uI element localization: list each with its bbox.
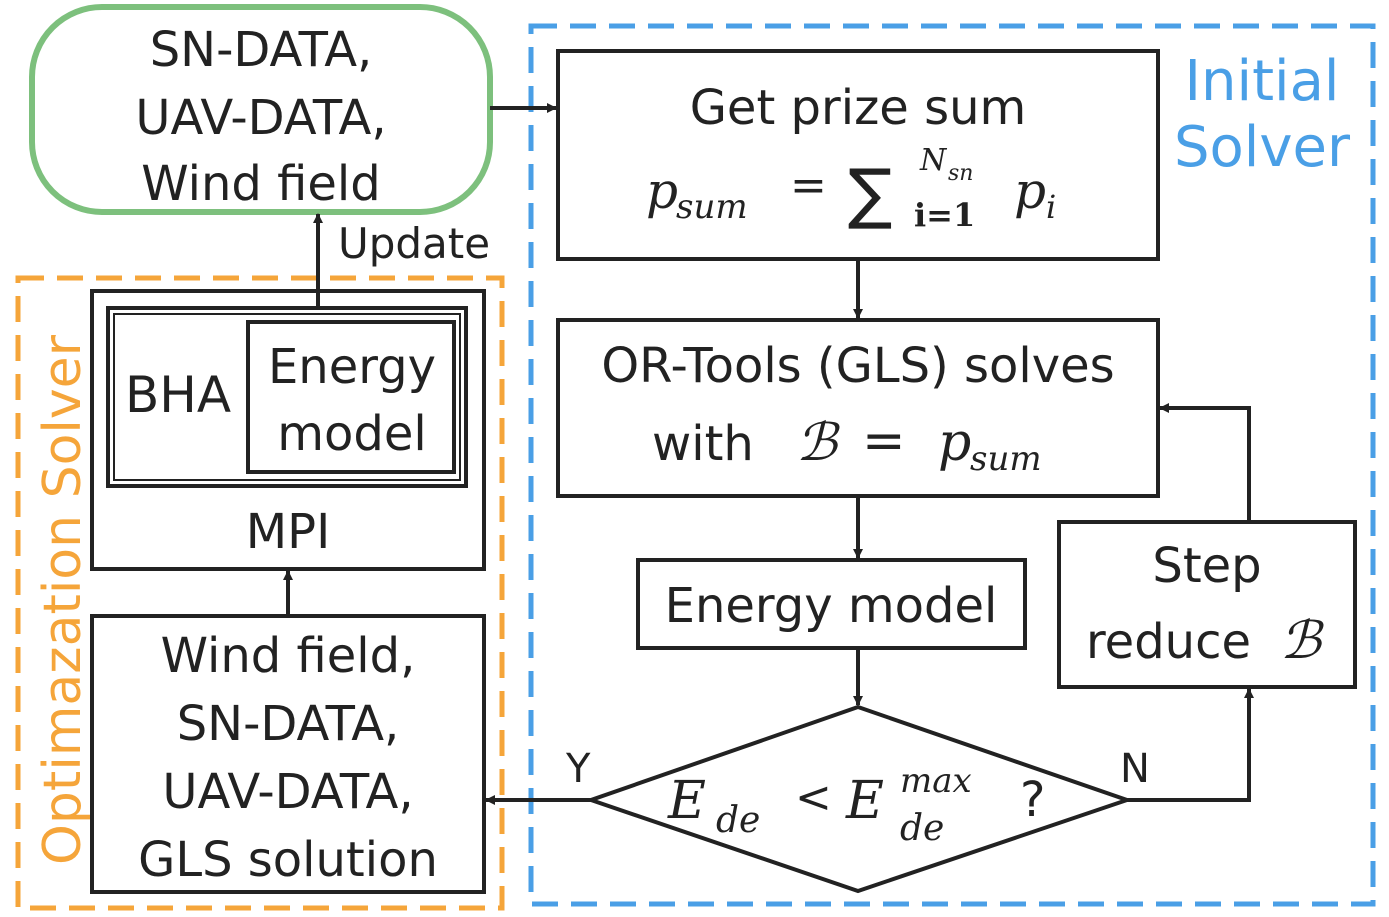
energy-model-box: [636, 558, 1027, 650]
arrow-step-to-ortools: [1159, 403, 1251, 522]
ortools-box: [556, 318, 1160, 498]
solution-data-line3: UAV-DATA,: [162, 764, 413, 820]
decision-q: ?: [1020, 772, 1045, 828]
step-line1: Step: [1152, 538, 1261, 594]
prize-sum-title: Get prize sum: [690, 80, 1027, 136]
decision-diamond: [584, 704, 1134, 894]
inner-energy-line1: Energy: [268, 339, 436, 395]
decision-rhs-sub: de: [900, 808, 944, 849]
decision-rhs: E: [845, 771, 884, 831]
input-data-line1: SN-DATA,: [150, 22, 373, 78]
input-data-line3: Wind field: [141, 156, 380, 212]
ortools-rhs-sub: sum: [970, 439, 1042, 479]
ortools-rhs: p: [938, 413, 971, 473]
bha-label: BHA: [125, 366, 231, 424]
ortools-with: with: [652, 416, 754, 472]
initial-solver-label-line2: Solver: [1174, 115, 1351, 180]
step-line2: reduce: [1086, 614, 1251, 670]
formula-term: p: [1014, 162, 1046, 220]
inner-energy-model-box: [246, 320, 456, 474]
formula-lhs: p: [646, 162, 678, 220]
prize-sum-box: [556, 49, 1160, 261]
decision-lhs: E: [667, 771, 706, 831]
connectors: [283, 103, 1254, 805]
solution-data-box: [90, 614, 486, 894]
ortools-budget: ℬ: [796, 413, 840, 473]
solution-data-line2: SN-DATA,: [177, 696, 400, 752]
bha-box-inner: [113, 313, 461, 481]
formula-upper: N: [919, 143, 948, 178]
optimization-solver-label: Optimazation Solver: [33, 334, 93, 865]
formula-term-sub: i: [1046, 188, 1056, 226]
step-reduce-box: [1057, 520, 1357, 689]
decision-lhs-sub: de: [716, 800, 760, 841]
bha-box-outer: [106, 306, 468, 488]
formula-lhs-sub: sum: [676, 187, 748, 227]
optimization-solver-region: [15, 275, 505, 911]
formula-eq: =: [790, 160, 827, 211]
inner-energy-line2: model: [277, 406, 426, 462]
formula-sigma: ∑: [848, 155, 892, 232]
decision-yes: Y: [565, 746, 591, 792]
input-data-line2: UAV-DATA,: [135, 90, 386, 146]
decision-no: N: [1120, 746, 1150, 792]
formula-lower: i=1: [914, 196, 975, 234]
mpi-label: MPI: [246, 504, 331, 560]
prize-sum-formula: p sum = ∑ N sn i=1 p i: [646, 143, 1056, 234]
decision-rhs-sup: max: [900, 761, 972, 801]
solution-data-line4: GLS solution: [138, 832, 438, 888]
solution-data-line1: Wind field,: [161, 628, 416, 684]
decision-op: <: [795, 772, 832, 823]
update-label: Update: [338, 219, 490, 268]
ortools-eq: =: [862, 411, 906, 471]
energy-model-label: Energy model: [665, 578, 998, 634]
ortools-line1: OR-Tools (GLS) solves: [601, 338, 1114, 394]
arrow-decision-no: [1127, 688, 1254, 802]
mpi-box: [90, 289, 486, 571]
formula-upper-sub: sn: [948, 161, 973, 186]
initial-solver-label-line1: Initial: [1185, 49, 1340, 114]
step-budget: ℬ: [1280, 611, 1324, 671]
